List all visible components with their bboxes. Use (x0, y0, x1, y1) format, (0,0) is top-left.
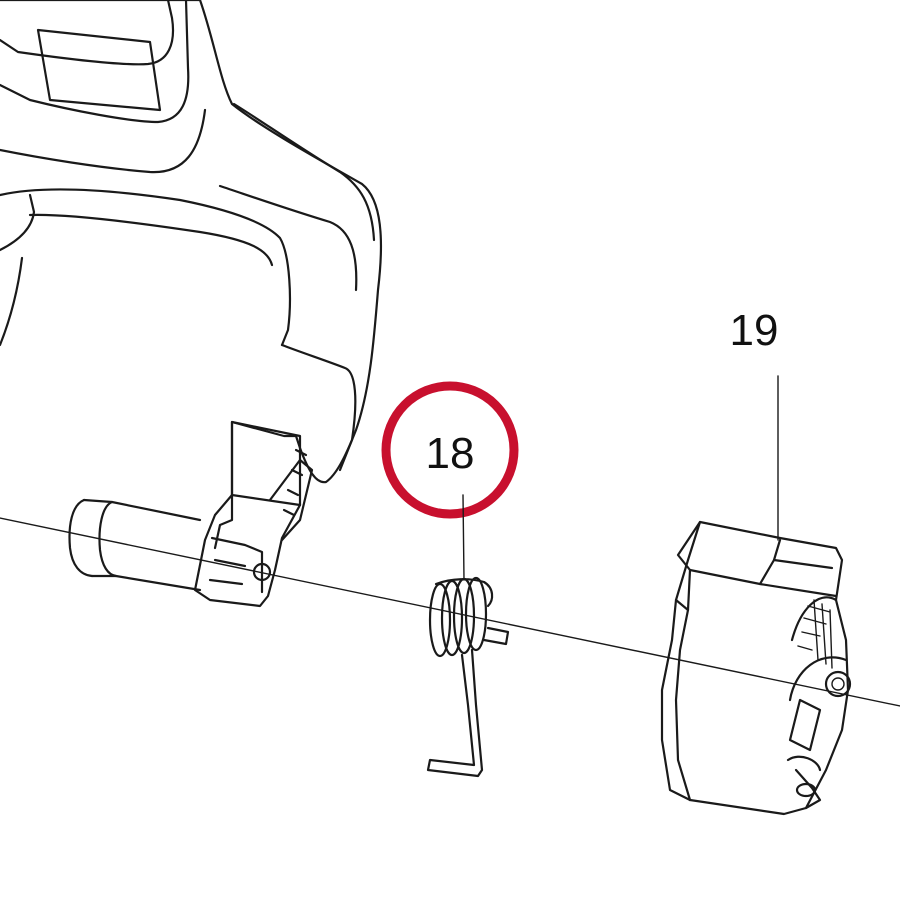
highlight-ring (381, 381, 519, 519)
torsion-spring-part (426, 576, 510, 778)
leader-line-18 (462, 494, 465, 581)
callout-19-label: 19 (730, 306, 779, 355)
callout-18-label: 18 (426, 429, 475, 478)
ratchet-housing-part (660, 520, 852, 816)
callout-19[interactable]: 19 (730, 306, 779, 541)
handle-lever-part (0, 0, 383, 608)
callout-18[interactable]: 18 (381, 381, 519, 581)
